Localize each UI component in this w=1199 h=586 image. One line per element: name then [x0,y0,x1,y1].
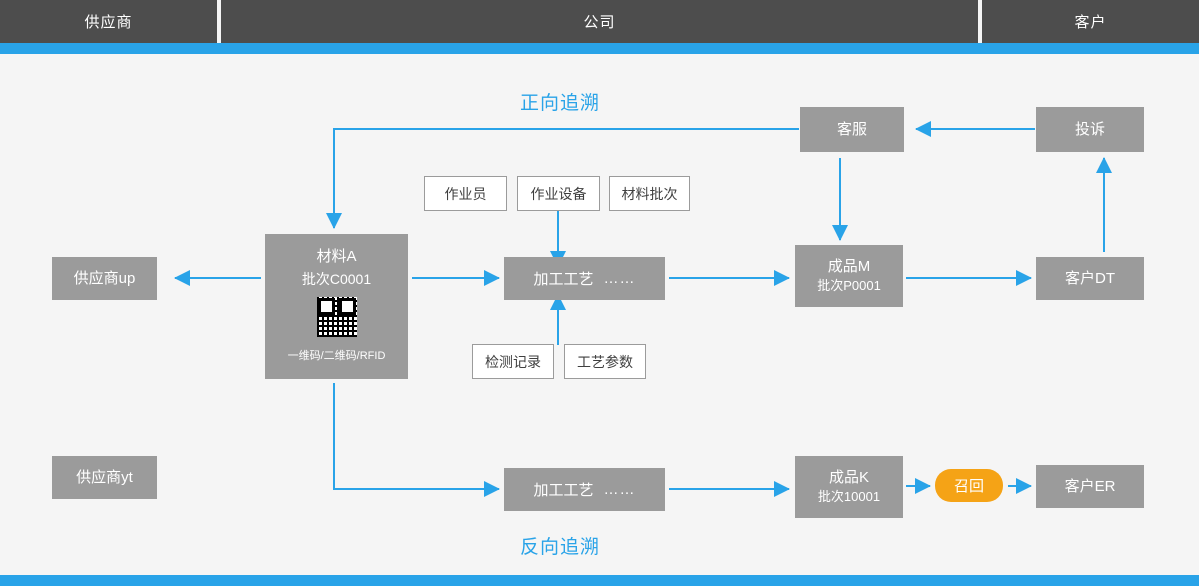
node-customer-service[interactable]: 客服 [800,107,904,152]
header-company: 公司 [221,0,978,43]
process-bottom-dots: …… [603,481,636,498]
node-product-k[interactable]: 成品K 批次10001 [795,456,903,518]
product-k-name: 成品K [828,468,869,486]
header-supplier: 供应商 [0,0,217,43]
material-name: 材料A [316,248,357,265]
node-supplier-yt[interactable]: 供应商yt [52,456,157,499]
node-supplier-up[interactable]: 供应商up [52,257,157,300]
material-code-types: 一维码/二维码/RFID [287,350,386,362]
node-operator[interactable]: 作业员 [424,176,507,211]
label-backward-traceability: 反向追溯 [520,537,601,558]
product-m-name: 成品M [827,257,871,275]
node-recall[interactable]: 召回 [935,469,1003,502]
node-complaint[interactable]: 投诉 [1036,107,1144,152]
product-k-batch: 批次10001 [817,489,881,505]
node-material-a[interactable]: 材料A 批次C0001 一维码/二维码/RFID [265,234,408,379]
node-process-top[interactable]: 加工工艺 …… [504,257,665,300]
accent-band-bottom [0,575,1199,586]
header-customer: 客户 [982,0,1199,43]
node-inspection-record[interactable]: 检测记录 [472,344,554,379]
node-material-batch[interactable]: 材料批次 [609,176,690,211]
node-equipment[interactable]: 作业设备 [517,176,600,211]
process-top-label: 加工工艺 [533,271,594,288]
label-forward-traceability: 正向追溯 [520,93,601,114]
node-process-bottom[interactable]: 加工工艺 …… [504,468,665,511]
node-customer-dt[interactable]: 客户DT [1036,257,1144,300]
process-top-dots: …… [603,270,636,287]
node-process-parameters[interactable]: 工艺参数 [564,344,646,379]
node-product-m[interactable]: 成品M 批次P0001 [795,245,903,307]
accent-band-top [0,43,1199,54]
material-batch: 批次C0001 [301,271,372,287]
qr-code-icon [316,297,357,337]
node-customer-er[interactable]: 客户ER [1036,465,1144,508]
product-m-batch: 批次P0001 [817,278,881,294]
process-bottom-label: 加工工艺 [533,482,594,499]
